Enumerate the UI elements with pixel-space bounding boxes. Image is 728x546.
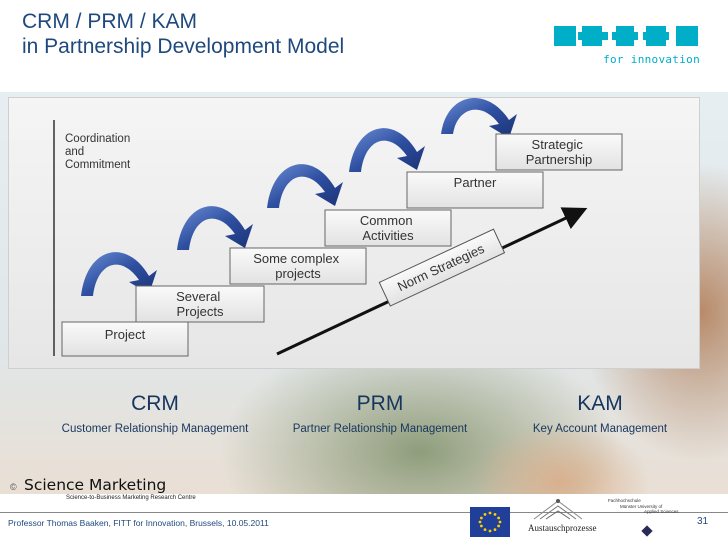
step-project: Project [61, 321, 189, 357]
step-common-activities-label: Common Activities [360, 213, 416, 243]
band-prm-abbr: PRM [356, 392, 404, 415]
step-arrow-4 [349, 128, 425, 172]
science-marketing-subtitle: Science-to-Business Marketing Research C… [66, 495, 196, 501]
austauschprozesse-logo: Austauschprozesse [528, 497, 597, 541]
step-some-complex-projects: Some complex projects [229, 247, 367, 285]
step-several-projects: Several Projects [135, 285, 265, 323]
fitt-logo-tagline: for innovation [603, 53, 700, 66]
fh-muenster-line-2: Münster University of [620, 503, 663, 509]
band-crm: CRM Customer Relationship Management [40, 392, 270, 435]
slide-title-line-1: CRM / PRM / KAM [22, 10, 198, 33]
diagram-canvas: Coordination and Commitment Norm Strateg… [53, 98, 623, 357]
step-arrow-1 [81, 252, 157, 296]
austauschprozesse-mark-icon [533, 499, 583, 520]
fitt-logo-blocks [554, 26, 698, 46]
science-marketing-logo: © Science Marketing Science-to-Business … [8, 476, 228, 506]
step-partner-label: Partner [454, 175, 497, 190]
step-several-projects-label: Several Projects [176, 289, 224, 319]
slide-title-line-2: in Partnership Development Model [22, 35, 345, 58]
step-partner: Partner [406, 171, 544, 209]
step-some-complex-projects-label: Some complex projects [253, 251, 343, 281]
band-prm-full: Partner Relationship Management [292, 423, 468, 435]
y-axis-label-line-2: and [65, 146, 84, 158]
step-arrow-2 [177, 206, 253, 250]
footer-divider [0, 512, 728, 513]
step-common-activities: Common Activities [324, 209, 452, 247]
step-arrows [81, 98, 517, 296]
y-axis-label-line-3: Commitment [65, 159, 131, 171]
fh-muenster-line-1: Fachhochschule [608, 498, 641, 503]
step-arrow-3 [267, 164, 343, 208]
step-project-label: Project [105, 327, 146, 342]
band-crm-abbr: CRM [131, 392, 179, 415]
step-strategic-partnership: Strategic Partnership [495, 133, 623, 171]
fh-muenster-diamond-icon [641, 525, 653, 537]
slide-title: CRM / PRM / KAM in Partnership Developme… [22, 9, 344, 59]
y-axis-label-line-1: Coordination [65, 133, 130, 145]
step-arrow-5 [441, 98, 517, 138]
science-marketing-title: Science Marketing [24, 476, 167, 494]
partnership-diagram: Coordination and Commitment Norm Strateg… [8, 97, 700, 369]
page-number: 31 [697, 516, 709, 527]
band-kam: KAM Key Account Management [500, 392, 700, 435]
y-axis-label: Coordination and Commitment [65, 133, 133, 171]
step-strategic-partnership-label: Strategic Partnership [526, 137, 592, 167]
austauschprozesse-text: Austauschprozesse [528, 523, 597, 533]
band-prm: PRM Partner Relationship Management [270, 392, 490, 435]
band-kam-full: Key Account Management [532, 423, 668, 435]
fh-muenster-line-3: Applied Sciences [644, 509, 679, 514]
eu-flag-icon [470, 507, 510, 537]
fitt-logo: for innovation [552, 22, 702, 68]
band-kam-abbr: KAM [577, 392, 623, 415]
fh-muenster-logo: Fachhochschule Münster University of App… [602, 498, 688, 540]
copyright-mark: © [10, 482, 17, 492]
footer-credit: Professor Thomas Baaken, FITT for Innova… [8, 518, 269, 528]
band-crm-full: Customer Relationship Management [61, 423, 249, 435]
